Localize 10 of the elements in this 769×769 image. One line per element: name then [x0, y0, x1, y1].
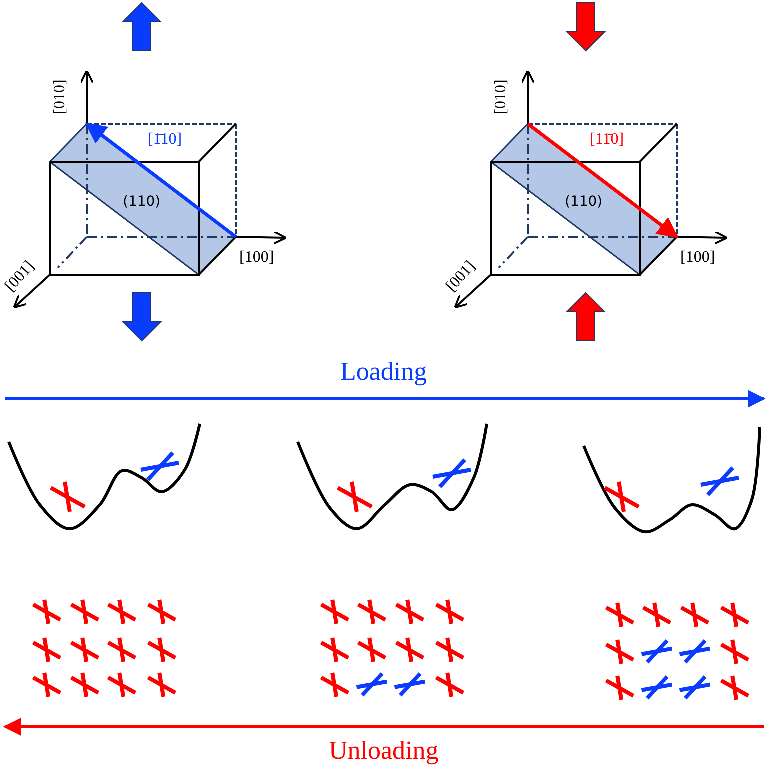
axis-label: [010]	[492, 80, 509, 114]
process-label: Unloading	[329, 738, 439, 764]
plane-label: (110)	[123, 195, 161, 209]
direction-label: [11̄0]	[590, 132, 624, 148]
axis-label: [100]	[680, 250, 716, 266]
axis-label: [010]	[52, 80, 68, 114]
process-label: Loading	[340, 359, 428, 385]
plane-label: (110)	[565, 195, 603, 209]
axis-label: [100]	[240, 250, 274, 266]
direction-label: [1̄10]	[148, 132, 182, 148]
